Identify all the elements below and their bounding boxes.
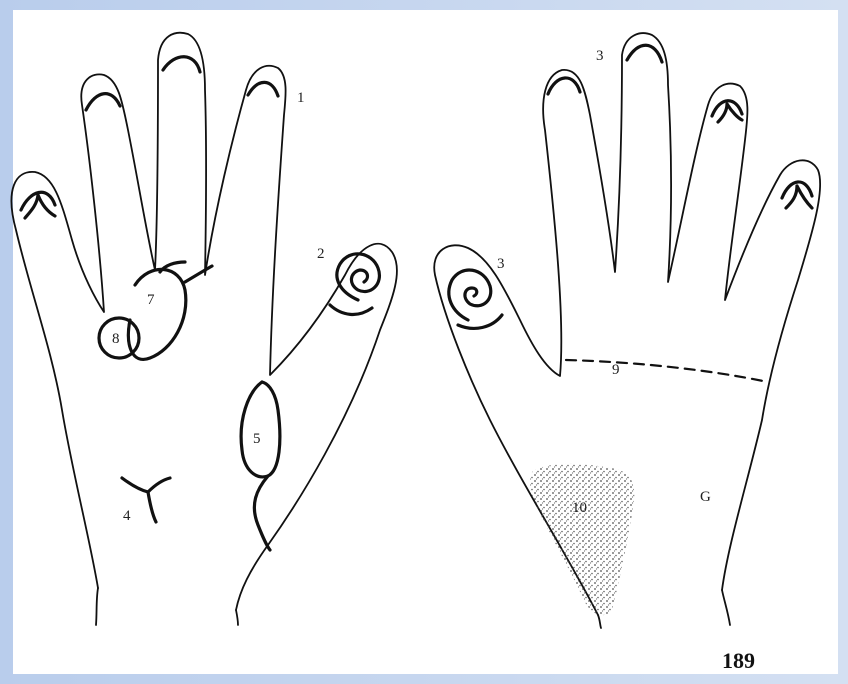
label-6: G	[700, 489, 711, 505]
label-10: 10	[572, 500, 587, 516]
label-1: 1	[297, 90, 305, 106]
label-2: 2	[317, 246, 325, 262]
label-8: 8	[112, 331, 120, 347]
label-3-thumb: 3	[497, 256, 505, 272]
label-5: 5	[253, 431, 261, 447]
label-3-ring: 3	[596, 48, 604, 64]
page-number: 189	[722, 648, 755, 673]
label-7: 7	[147, 292, 155, 308]
label-4: 4	[123, 508, 131, 524]
label-9: 9	[612, 362, 620, 378]
